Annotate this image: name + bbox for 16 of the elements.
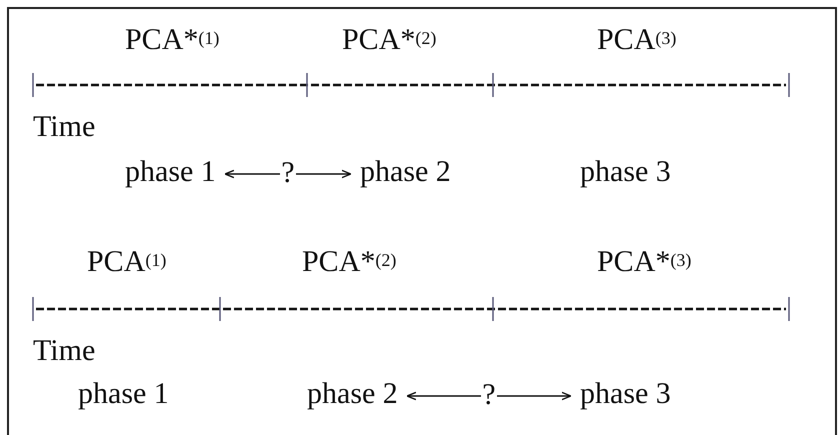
axis-label: Time [33, 110, 96, 144]
axis-label: Time [33, 334, 96, 368]
segment-label: PCA*$^{(3)}$ [597, 245, 692, 279]
double-arrow [224, 170, 352, 178]
phase-label: phase 2 [360, 155, 451, 189]
phase-label: phase 1 [78, 377, 169, 411]
segment-label: PCA$^{(1)}$ [87, 245, 166, 279]
segment-label: PCA*$^{(1)}$ [125, 23, 220, 57]
phase-label: phase 2 [307, 377, 398, 411]
phase-label: phase 3 [580, 155, 671, 189]
double-arrow [406, 392, 572, 400]
segment-label: PCA$^{(3)}$ [597, 23, 676, 57]
phase-label: phase 3 [580, 377, 671, 411]
segment-label: PCA*$^{(2)}$ [302, 245, 396, 279]
phase-label: phase 1 [125, 155, 216, 189]
segment-label: PCA*$^{(2)}$ [342, 23, 436, 57]
